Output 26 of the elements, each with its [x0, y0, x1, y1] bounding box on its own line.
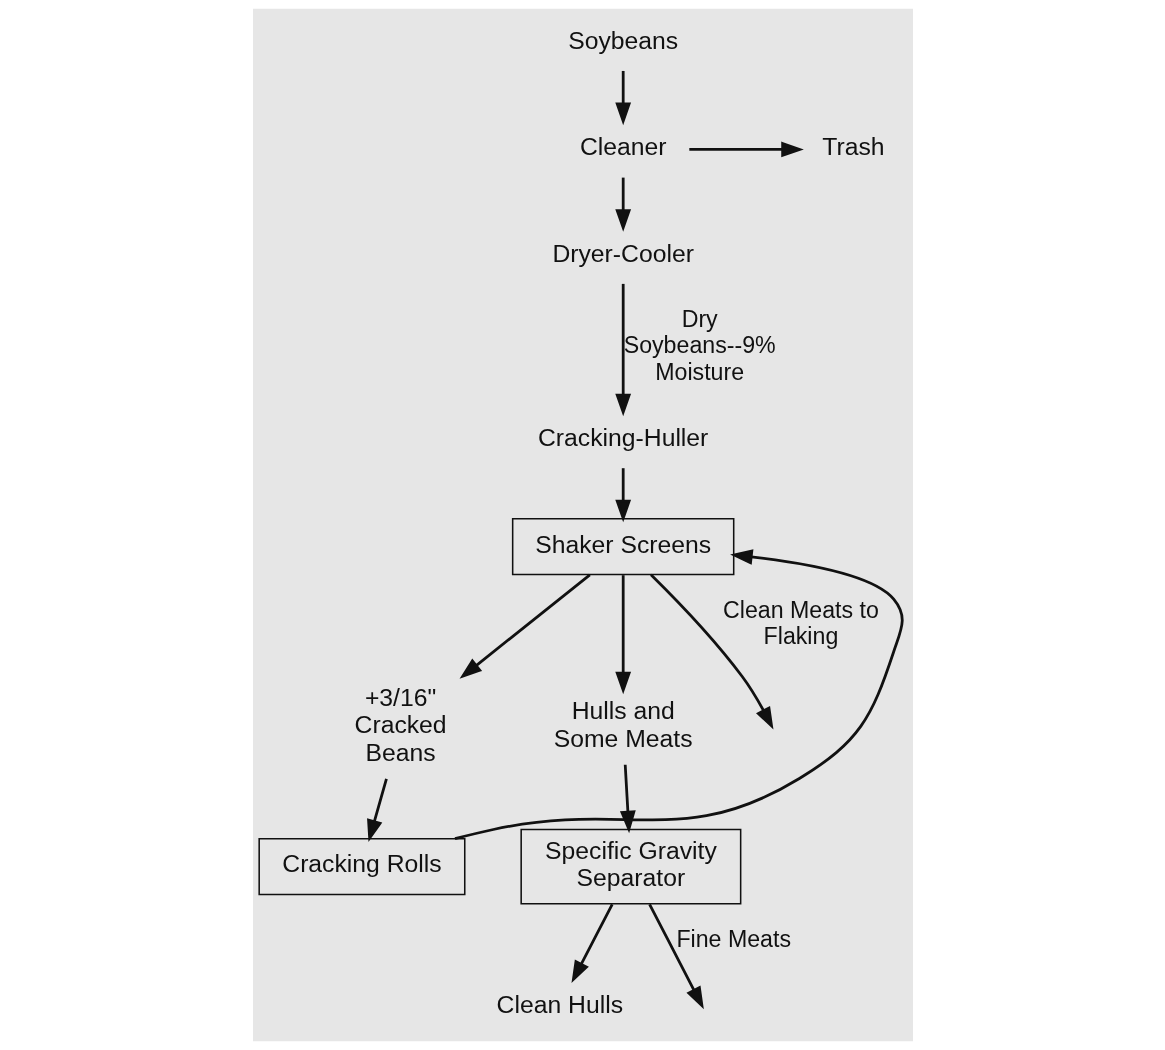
- arrow: [614, 283, 631, 417]
- node-text: Hulls and Some Meats: [553, 697, 693, 753]
- node-box: Cracking Rolls: [257, 838, 466, 896]
- node-text: +3/16" Cracked Beans: [354, 683, 447, 767]
- arrow: [459, 573, 591, 679]
- arrow: [366, 778, 388, 843]
- node-text: Cleaner: [579, 133, 666, 161]
- arrow: [571, 903, 613, 984]
- arrow: [647, 903, 704, 1010]
- edge-label: Fine Meats: [675, 925, 791, 952]
- arrow: [454, 549, 904, 840]
- node-box: Shaker Screens: [511, 518, 734, 576]
- arrow: [614, 575, 631, 695]
- node-text: Clean Hulls: [496, 991, 623, 1019]
- arrow: [614, 70, 631, 126]
- node-text: Cracking-Huller: [537, 423, 708, 451]
- node-text: Soybeans: [567, 26, 678, 54]
- edge-label: Clean Meats to Flaking: [722, 596, 879, 650]
- arrow: [614, 177, 631, 232]
- arrow: [614, 468, 631, 523]
- node-text: Dryer-Cooler: [551, 239, 694, 267]
- edge-label: Dry Soybeans--9% Moisture: [623, 306, 776, 385]
- node-box: Specific Gravity Separator: [519, 828, 741, 905]
- arrow: [688, 141, 804, 158]
- arrow: [649, 573, 773, 730]
- node-text: Trash: [821, 133, 885, 161]
